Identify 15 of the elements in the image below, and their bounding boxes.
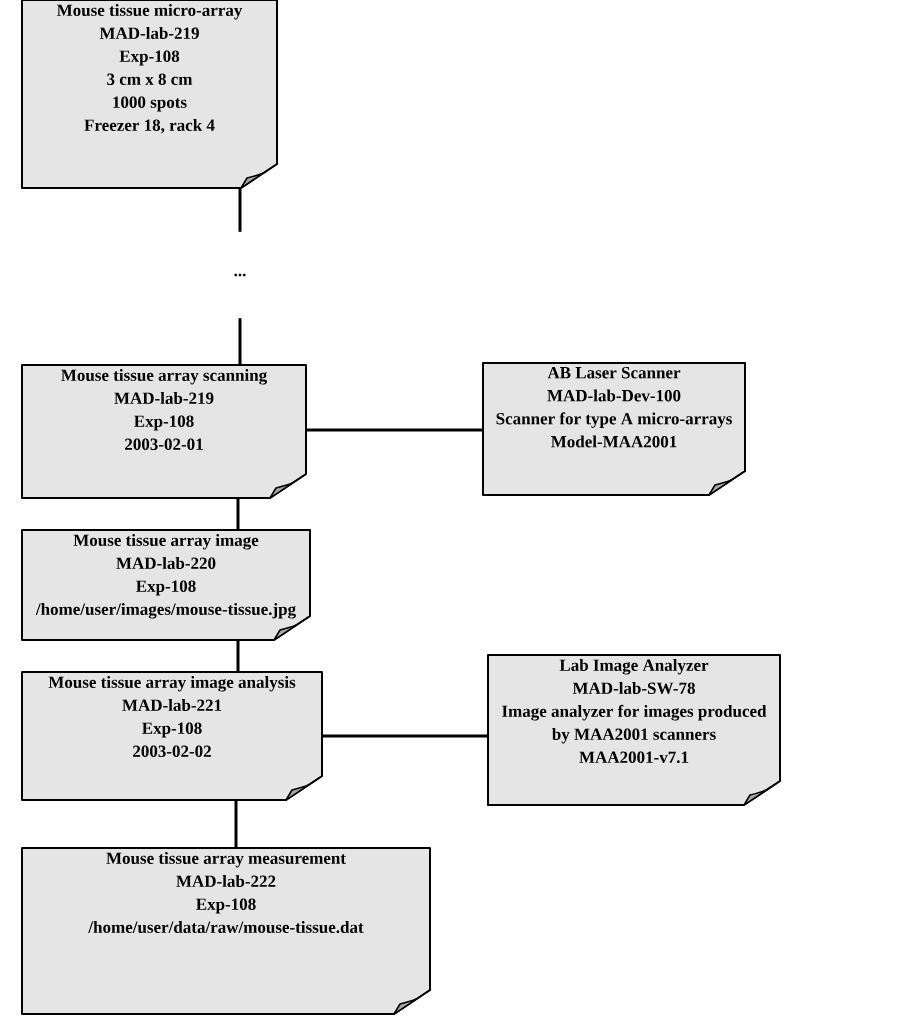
note-box: AB Laser Scanner MAD-lab-Dev-100 Scanner for type A micro-arrays Model-MAA2001 (482, 362, 746, 496)
note-box: Mouse tissue array image MAD-lab-220 Exp-108 /home/user/images/mouse-tissue.jpg (21, 529, 311, 641)
note-box: Mouse tissue micro-array MAD-lab-219 Exp-108 3 cm x 8 cm 1000 spots Freezer 18, rack 4 (21, 0, 278, 189)
connector-line (236, 498, 240, 530)
connector-line (234, 800, 238, 848)
connector-line (306, 428, 483, 432)
note-box: Mouse tissue array scanning MAD-lab-219 Exp-108 2003-02-01 (21, 364, 307, 499)
note-box: Lab Image Analyzer MAD-lab-SW-78 Image analyzer for images produced by MAA2001 scanners MAA2001-v7.1 (487, 654, 781, 806)
connector-line (322, 734, 488, 738)
connector-line (238, 318, 242, 365)
connector-line (236, 640, 240, 672)
ellipsis-text: ... (234, 273, 246, 277)
note-box: Mouse tissue array measurement MAD-lab-222 Exp-108 /home/user/data/raw/mouse-tissue.dat (21, 847, 431, 1015)
connector-line (238, 188, 242, 232)
note-box: Mouse tissue array image analysis MAD-lab-221 Exp-108 2003-02-02 (21, 671, 323, 801)
